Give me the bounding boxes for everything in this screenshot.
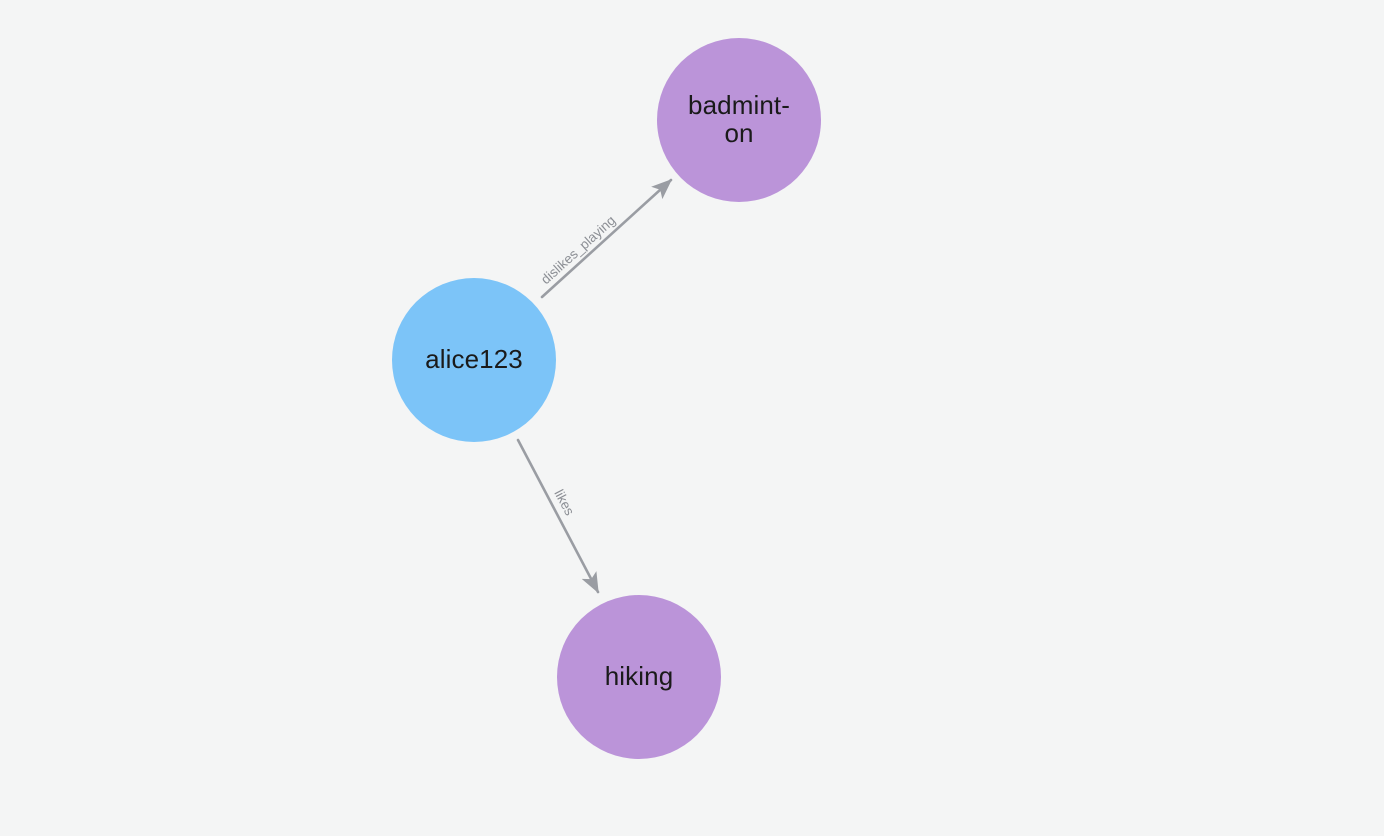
node-label-alice123: alice123 [425, 344, 523, 375]
edge-likes[interactable] [516, 438, 600, 594]
node-alice123[interactable]: alice123 [392, 278, 556, 442]
node-hiking[interactable]: hiking [557, 595, 721, 759]
node-badminton[interactable]: badmint- on [657, 38, 821, 202]
edge-dislikes-playing[interactable] [540, 178, 673, 299]
node-label-hiking: hiking [604, 661, 674, 692]
node-label-badminton: badmint- on [688, 90, 790, 148]
